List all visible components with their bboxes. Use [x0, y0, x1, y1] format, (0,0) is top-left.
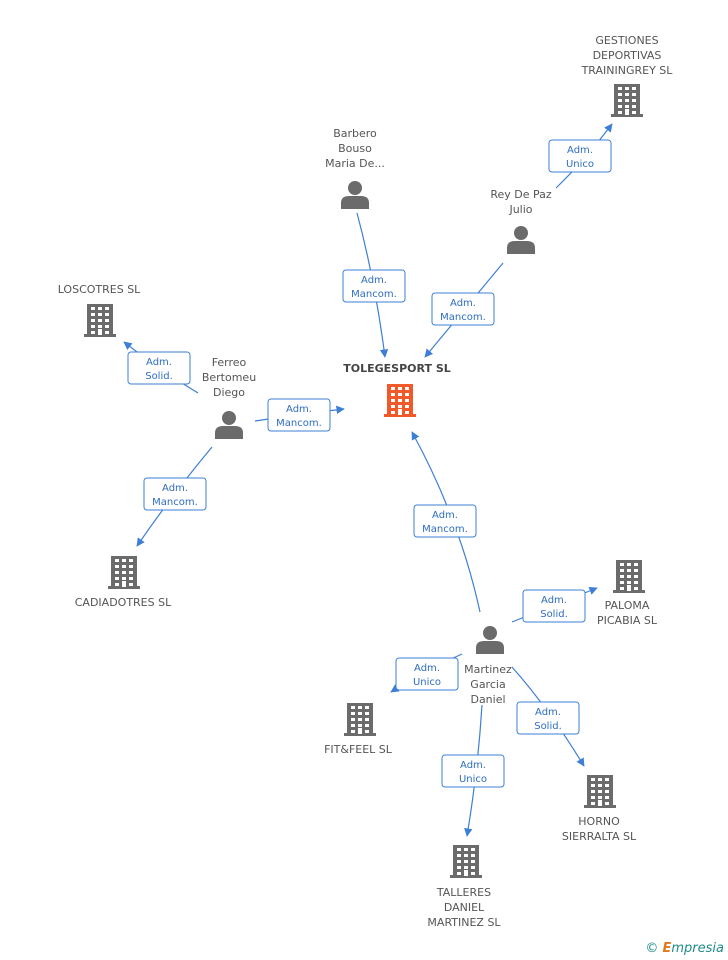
role-badge-text: Adm.Mancom.: [152, 483, 198, 508]
role-badge: Adm.Unico: [395, 657, 459, 691]
role-badge-text: Adm.Solid.: [534, 707, 562, 732]
company-fitfeel-icon[interactable]: [344, 703, 376, 736]
person-martinez-icon[interactable]: [476, 626, 504, 654]
node-label-loscotres: LOSCOTRES SL: [58, 283, 141, 296]
role-badge: Adm.Unico: [441, 754, 505, 788]
company-horno-icon[interactable]: [584, 775, 616, 808]
role-badge-text: Adm.Mancom.: [422, 510, 468, 535]
role-badge-text: Adm.Unico: [566, 145, 594, 170]
role-badge-text: Adm.Unico: [459, 760, 487, 785]
company-cadiadotres-icon[interactable]: [108, 556, 140, 589]
brand-footer: © Empresia: [645, 941, 724, 956]
person-reydepaz-icon[interactable]: [507, 226, 535, 254]
company-talleres-icon[interactable]: [450, 845, 482, 878]
company-paloma-icon[interactable]: [613, 560, 645, 593]
role-badge: Adm.Mancom.: [267, 398, 331, 432]
role-badge-text: Adm.Mancom.: [276, 404, 322, 429]
brand-name: mpresia: [671, 941, 724, 956]
role-badge-text: Adm.Solid.: [540, 595, 568, 620]
role-badge: Adm.Mancom.: [143, 477, 207, 511]
role-badge: Adm.Mancom.: [413, 504, 477, 538]
role-badge-text: Adm.Mancom.: [440, 298, 486, 323]
company-gestiones-icon[interactable]: [611, 84, 643, 117]
node-label-cadiadotres: CADIADOTRES SL: [75, 596, 172, 609]
company-loscotres-icon[interactable]: [84, 304, 116, 337]
node-label-fitfeel: FIT&FEEL SL: [324, 743, 393, 756]
role-badge-text: Adm.Mancom.: [351, 275, 397, 300]
center-company-label: TOLEGESPORT SL: [343, 362, 451, 375]
role-badge: Adm.Mancom.: [342, 269, 406, 303]
role-badge: Adm.Solid.: [522, 589, 586, 623]
person-barbero-icon[interactable]: [341, 181, 369, 209]
copyright-symbol: ©: [645, 941, 659, 956]
role-badge-text: Adm.Solid.: [145, 357, 173, 382]
role-badge: Adm.Mancom.: [431, 292, 495, 326]
role-badge: Adm.Solid.: [127, 351, 191, 385]
role-badge-text: Adm.Unico: [413, 663, 441, 688]
role-badge: Adm.Solid.: [516, 701, 580, 735]
brand-initial: E: [662, 941, 672, 956]
role-badge: Adm.Unico: [548, 139, 612, 173]
person-ferreo-icon[interactable]: [215, 411, 243, 439]
center-company-icon[interactable]: [384, 384, 416, 417]
